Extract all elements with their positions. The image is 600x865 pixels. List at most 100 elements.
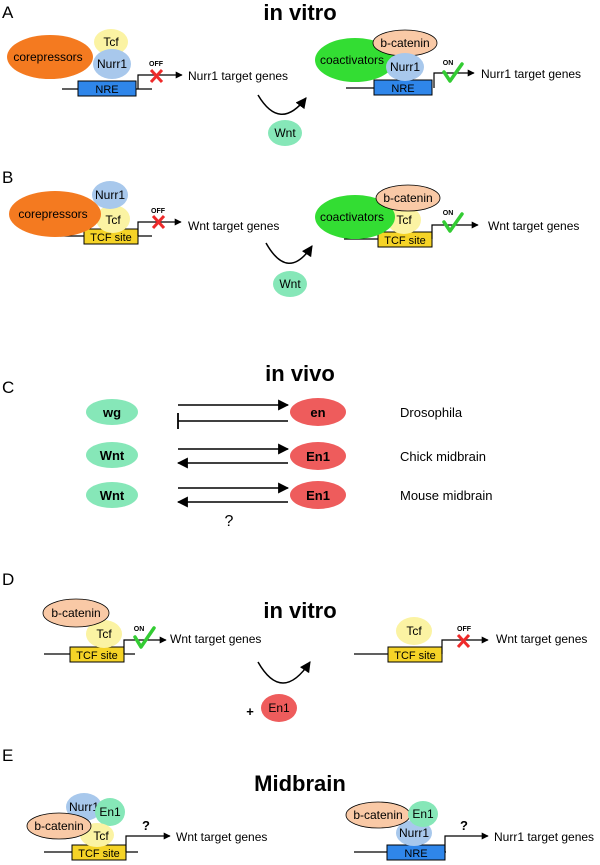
bcatenin-label: b-catenin xyxy=(383,191,432,205)
panel-d-right-complex: TCF site Tcf OFF Wnt target genes xyxy=(354,617,587,663)
curved-arrow xyxy=(257,94,307,115)
en1-label: En1 xyxy=(306,449,330,464)
tcf-protein xyxy=(86,620,122,648)
curved-arrow xyxy=(265,242,313,264)
tcf-protein xyxy=(387,206,421,234)
nre-label: NRE xyxy=(95,84,118,96)
en1-label: En1 xyxy=(412,807,434,821)
target-genes-label: Wnt target genes xyxy=(488,219,579,233)
on-check-icon xyxy=(442,62,464,83)
nurr1-label: Nurr1 xyxy=(95,188,125,202)
en-node xyxy=(290,398,346,426)
en-label: en xyxy=(310,405,325,420)
corepressors-label: corepressors xyxy=(18,207,87,221)
panel-c-heading: in vivo xyxy=(265,361,335,386)
transcription-arrow xyxy=(441,636,489,654)
bcatenin-label: b-catenin xyxy=(34,819,83,833)
nurr1-label: Nurr1 xyxy=(390,60,420,74)
transcription-arrow xyxy=(137,218,182,236)
nre-label: NRE xyxy=(404,848,427,860)
off-label: OFF xyxy=(457,626,472,633)
tcf-site-box xyxy=(69,646,125,663)
tcf-label: Tcf xyxy=(406,624,422,638)
panel-a-right-complex: NRE coactivators b-catenin Nurr1 ON Nurr… xyxy=(315,29,581,96)
question-mark: ? xyxy=(225,513,234,530)
panel-letter-d: D xyxy=(2,570,14,589)
panel-e: E Midbrain TCF site Nurr1 En1 Tcf b-cate… xyxy=(2,746,594,861)
nurr1-label: Nurr1 xyxy=(69,800,99,814)
nurr1-protein xyxy=(386,53,424,81)
transcription-arrow xyxy=(123,636,167,654)
panel-e-heading: Midbrain xyxy=(254,771,346,796)
wnt-label: Wnt xyxy=(100,488,125,503)
nurr1-protein xyxy=(93,49,131,79)
on-check-icon xyxy=(442,212,464,233)
on-label: ON xyxy=(443,60,454,67)
transcription-arrow xyxy=(444,832,489,852)
tcf-site-box xyxy=(387,646,443,663)
corepressors-label: corepressors xyxy=(13,50,82,64)
coactivators-label: coactivators xyxy=(320,210,384,224)
target-genes-label: Wnt target genes xyxy=(188,219,279,233)
transcription-arrow xyxy=(433,69,475,88)
panel-letter-e: E xyxy=(2,746,13,765)
target-genes-label: Wnt target genes xyxy=(176,830,267,844)
panel-letter-a: A xyxy=(2,3,14,22)
on-check-icon xyxy=(133,626,156,649)
wnt-label: Wnt xyxy=(279,277,301,291)
row-drosophila: wg en Drosophila xyxy=(86,398,463,429)
bcatenin-protein xyxy=(375,184,441,212)
coactivators-label: coactivators xyxy=(320,53,384,67)
off-label: OFF xyxy=(151,208,166,215)
en1-label: En1 xyxy=(268,701,290,715)
tcf-protein xyxy=(94,29,128,55)
bcatenin-label: b-catenin xyxy=(51,606,100,620)
transcription-arrow xyxy=(137,71,183,89)
tcf-site-label: TCF site xyxy=(90,232,132,244)
coactivators-protein xyxy=(315,195,395,239)
panel-a-left-complex: NRE corepressors Tcf Nurr1 OFF Nurr1 tar… xyxy=(7,29,288,97)
bcatenin-label: b-catenin xyxy=(353,808,402,822)
tcf-protein xyxy=(96,205,130,233)
row-chick: Wnt En1 Chick midbrain xyxy=(86,442,486,470)
bcatenin-label: b-catenin xyxy=(380,36,429,50)
off-label: OFF xyxy=(149,61,164,68)
panel-c: C in vivo wg en Drosophila Wnt En1 Chick… xyxy=(2,361,493,530)
panel-d: D in vitro TCF site Tcf b-catenin ON Wnt… xyxy=(2,570,587,722)
nurr1-label: Nurr1 xyxy=(399,826,429,840)
off-x-icon xyxy=(149,68,164,84)
panel-b-signal: Wnt xyxy=(265,242,313,297)
coactivators-protein xyxy=(315,38,395,82)
tcf-site-label: TCF site xyxy=(394,650,436,662)
off-x-icon xyxy=(456,633,471,649)
bcatenin-protein xyxy=(26,812,92,840)
wnt-label: Wnt xyxy=(100,448,125,463)
nurr1-protein xyxy=(66,793,102,821)
panel-letter-c: C xyxy=(2,378,14,397)
nre-label: NRE xyxy=(391,83,414,95)
panel-b: B TCF site Tcf Nurr1 corepressors OFF Wn… xyxy=(2,168,579,297)
tcf-label: Tcf xyxy=(105,213,121,227)
nurr1-protein xyxy=(92,181,128,209)
target-genes-label: Wnt target genes xyxy=(496,632,587,646)
en1-label: En1 xyxy=(306,488,330,503)
nurr1-label: Nurr1 xyxy=(97,57,127,71)
question-mark: ? xyxy=(142,818,150,833)
panel-b-right-complex: TCF site Tcf coactivators b-catenin ON W… xyxy=(315,184,579,248)
tcf-label: Tcf xyxy=(103,35,119,49)
bcatenin-protein xyxy=(42,598,110,628)
tcf-label: Tcf xyxy=(93,829,109,843)
nre-box xyxy=(77,80,137,97)
panel-d-signal: + En1 xyxy=(246,661,311,722)
panel-e-right-complex: NRE Nurr1 b-catenin En1 ? Nurr1 target g… xyxy=(345,801,594,861)
question-mark: ? xyxy=(460,818,468,833)
tcf-label: Tcf xyxy=(396,213,412,227)
tcf-label: Tcf xyxy=(96,627,112,641)
panel-b-left-complex: TCF site Tcf Nurr1 corepressors OFF Wnt … xyxy=(9,181,279,245)
target-genes-label: Wnt target genes xyxy=(170,632,261,646)
off-x-icon xyxy=(151,214,166,230)
organism-label: Mouse midbrain xyxy=(400,488,493,503)
target-genes-label: Nurr1 target genes xyxy=(481,67,581,81)
corepressors-protein xyxy=(9,191,101,237)
wg-node xyxy=(86,399,138,425)
